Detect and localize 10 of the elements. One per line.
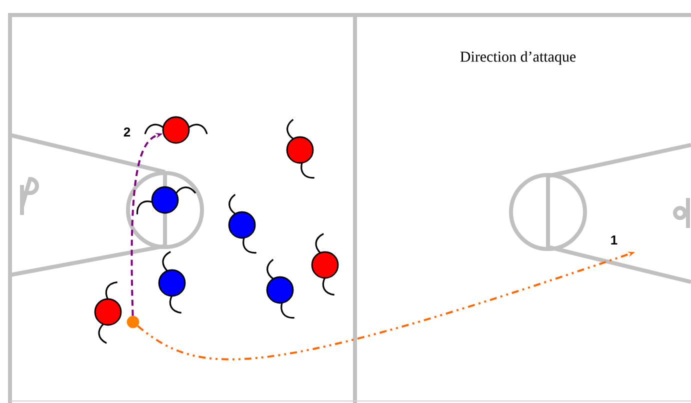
player-drawing <box>286 118 314 179</box>
player-drawing <box>266 258 294 319</box>
ball-drawing <box>126 316 140 328</box>
player-drawing <box>158 251 186 314</box>
player-drawing <box>136 186 196 214</box>
player-drawing <box>228 194 256 254</box>
player-drawing <box>144 116 208 144</box>
player-drawing <box>311 233 339 296</box>
player-drawing <box>94 281 122 344</box>
heading: Direction d’attaque <box>460 51 576 65</box>
